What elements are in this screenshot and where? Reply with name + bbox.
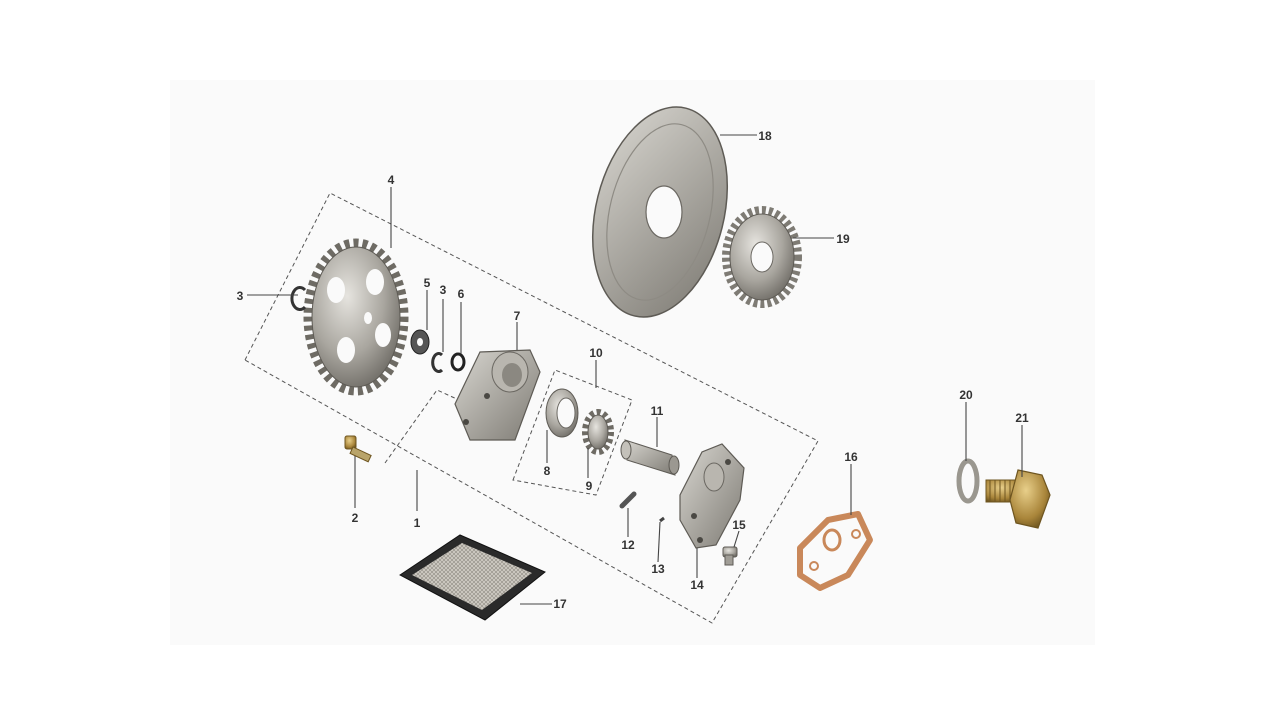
part-11-shaft: [620, 439, 680, 476]
part-17-oil-strainer: [399, 534, 546, 621]
callout-21: 21: [1015, 411, 1029, 425]
callout-14: 14: [690, 578, 704, 592]
part-6-o-ring: [450, 352, 466, 372]
part-9-inner-rotor: [582, 409, 614, 455]
callout-8: 8: [544, 464, 551, 478]
callout-13: 13: [651, 562, 665, 576]
callout-1: 1: [414, 516, 421, 530]
part-19-gear: [722, 206, 802, 308]
callout-3-left: 3: [237, 289, 244, 303]
part-18-sprocket-plate: [591, 106, 729, 318]
leader-13: [657, 521, 661, 563]
callout-2: 2: [352, 511, 359, 525]
part-5-washer: [410, 329, 430, 355]
part-12-pin: [619, 491, 637, 509]
part-14-pump-cover: [679, 443, 745, 549]
part-2-bolt: [344, 435, 372, 463]
gear-set-boundary-10: [512, 369, 633, 496]
part-20-sealing-washer: [956, 458, 980, 504]
callout-17: 17: [553, 597, 567, 611]
part-7-pump-body: [454, 349, 541, 441]
callout-20: 20: [959, 388, 973, 402]
part-13-dowel: [659, 516, 665, 523]
callout-5: 5: [424, 276, 431, 290]
part-16-gasket: [797, 511, 873, 591]
callout-19: 19: [836, 232, 850, 246]
callout-18: 18: [758, 129, 772, 143]
callout-15: 15: [732, 518, 746, 532]
callout-11: 11: [651, 404, 664, 418]
callout-4: 4: [388, 173, 395, 187]
leader-15: [733, 530, 740, 548]
part-21-drain-plug: [985, 469, 1051, 529]
callout-3-right: 3: [440, 283, 447, 297]
callout-10: 10: [589, 346, 603, 360]
callout-6: 6: [458, 287, 465, 301]
part-15-bolt: [722, 546, 738, 566]
part-4-sprocket: [303, 238, 409, 396]
callout-12: 12: [621, 538, 635, 552]
callout-9: 9: [586, 479, 593, 493]
part-3-circlip-left: [290, 286, 307, 311]
part-3-circlip-right: [431, 352, 444, 373]
callout-16: 16: [844, 450, 858, 464]
part-8-outer-rotor: [545, 388, 579, 438]
callout-7: 7: [514, 309, 521, 323]
